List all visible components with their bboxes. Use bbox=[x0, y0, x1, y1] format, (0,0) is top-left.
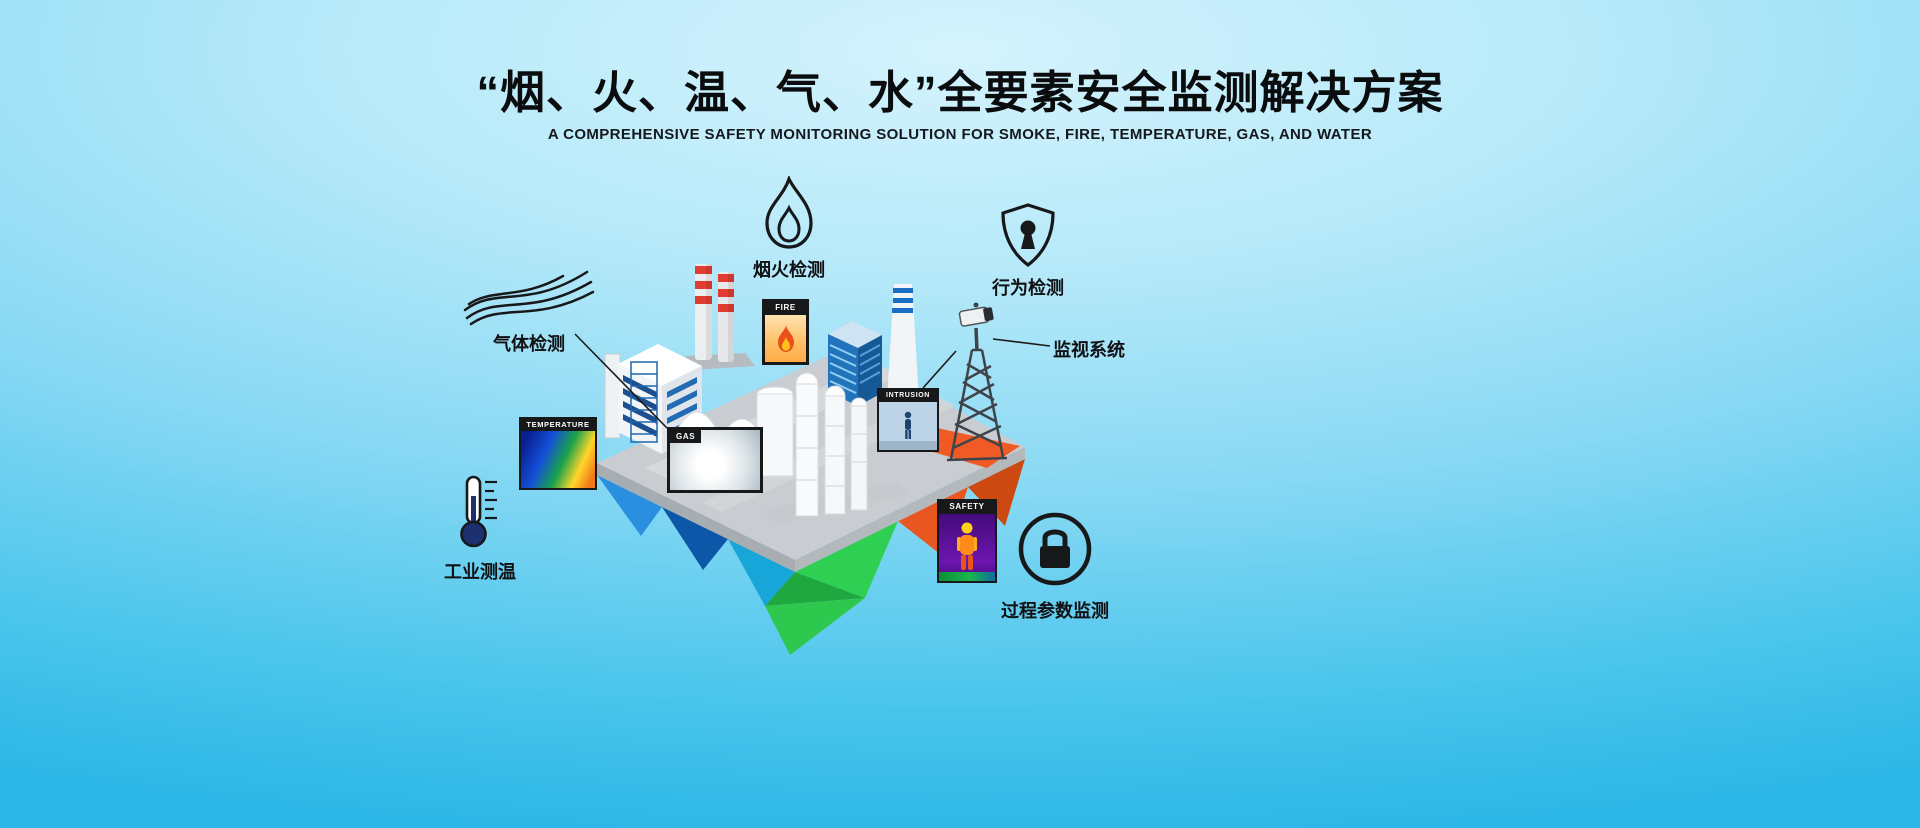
steel-frame bbox=[630, 361, 658, 443]
shield-keyhole-icon bbox=[1001, 203, 1055, 268]
fire-flame-icon bbox=[777, 323, 794, 353]
intrusion-panel: INTRUSION bbox=[877, 388, 939, 452]
callout-behavior-label: 行为检测 bbox=[992, 278, 1064, 298]
intrusion-thumbnail bbox=[879, 401, 937, 450]
intrusion-tag-label: INTRUSION bbox=[879, 390, 937, 402]
storage-tanks bbox=[756, 372, 911, 524]
banner-subtitle: A COMPREHENSIVE SAFETY MONITORING SOLUTI… bbox=[547, 126, 1373, 143]
person-icon bbox=[904, 411, 912, 439]
temperature-tag-label: TEMPERATURE bbox=[521, 419, 595, 432]
surveillance-tower bbox=[946, 348, 1008, 462]
fire-thumbnail bbox=[765, 314, 806, 362]
safety-tag-label: SAFETY bbox=[939, 501, 995, 514]
island-underside-facets bbox=[597, 459, 1025, 655]
fire-detection-panel: FIRE bbox=[762, 299, 809, 365]
callout-behavior-detection: 行为检测 bbox=[988, 202, 1068, 300]
callout-gas-detection: 气体检测 bbox=[460, 262, 598, 356]
ptz-camera bbox=[958, 302, 994, 352]
callout-process-monitoring: 过程参数监测 bbox=[998, 510, 1112, 623]
callout-surveillance-system: 监视系统 bbox=[1053, 336, 1125, 362]
callout-process-label: 过程参数监测 bbox=[1001, 601, 1109, 621]
callout-gas-label: 气体检测 bbox=[493, 334, 565, 354]
lock-circle-icon bbox=[1018, 512, 1092, 586]
callout-surveillance-label: 监视系统 bbox=[1053, 340, 1125, 360]
thermal-person-thumbnail bbox=[939, 513, 995, 581]
callout-temperature-label: 工业测温 bbox=[444, 562, 516, 582]
banner-title: “烟、火、温、气、水”全要素安全监测解决方案 bbox=[476, 67, 1444, 118]
temperature-panel: TEMPERATURE bbox=[519, 417, 597, 490]
thermal-image-thumbnail bbox=[521, 431, 595, 488]
flame-outline-icon bbox=[765, 176, 813, 249]
thermometer-icon bbox=[460, 475, 497, 548]
thermal-person-icon bbox=[957, 522, 977, 571]
gas-panel: GAS bbox=[667, 427, 763, 493]
callout-smoke-fire-detection: 烟火检测 bbox=[745, 176, 833, 282]
chimneys bbox=[685, 264, 755, 370]
gas-waves-icon bbox=[463, 270, 595, 326]
gas-tag-label: GAS bbox=[670, 430, 702, 443]
fire-tag-label: FIRE bbox=[765, 302, 806, 315]
gas-smoke-thumbnail: GAS bbox=[670, 430, 760, 490]
thermal-floor-strip bbox=[939, 572, 995, 581]
callout-industrial-temperature: 工业测温 bbox=[438, 474, 522, 584]
ground-strip bbox=[879, 441, 937, 450]
safety-panel: SAFETY bbox=[937, 499, 997, 583]
callout-smoke-fire-label: 烟火检测 bbox=[753, 260, 825, 280]
leader-lines bbox=[574, 333, 1051, 429]
